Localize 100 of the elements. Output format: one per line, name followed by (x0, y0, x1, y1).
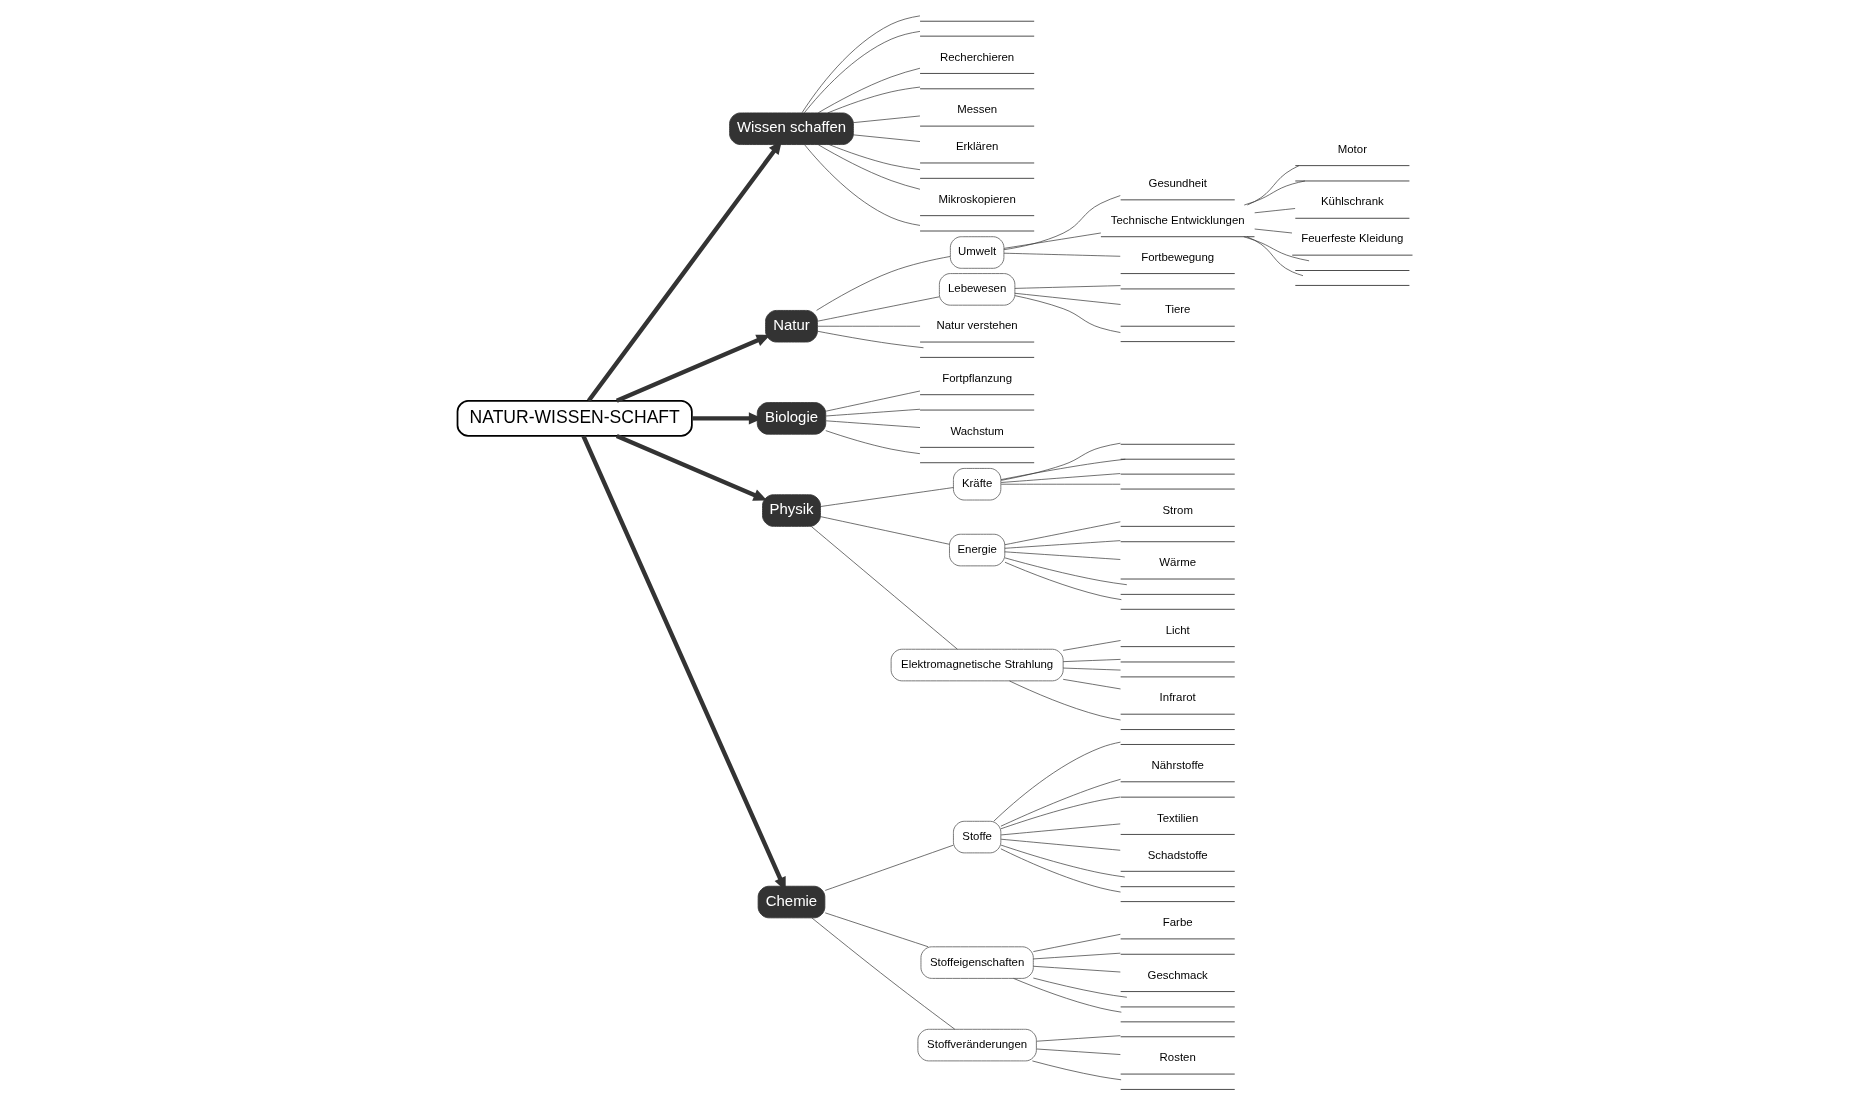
node-line (1119, 541, 1235, 543)
node-text: Feuerfeste Kleidung (1300, 232, 1403, 245)
connector (825, 390, 920, 412)
connector (801, 15, 920, 113)
connector (825, 408, 920, 417)
connector (1000, 796, 1121, 830)
node-text: Wachstum (949, 424, 1004, 437)
node-line (1119, 661, 1235, 663)
node-box: Elektromagnetische Strahlung (890, 648, 1064, 682)
node-text: Recherchieren (939, 50, 1014, 63)
node-text: Infrarot (1159, 691, 1196, 704)
node-line (1119, 796, 1235, 798)
node-line (1119, 676, 1235, 678)
connector (803, 31, 920, 114)
connector (816, 325, 920, 327)
connector (852, 115, 920, 123)
connector (1253, 208, 1295, 214)
node-line (919, 230, 1035, 232)
node-box: Chemie (757, 885, 825, 919)
node-text: Textilien (1156, 811, 1198, 824)
node-box: Lebewesen (938, 273, 1015, 306)
node-box: Wissen schaffen (728, 112, 854, 145)
node-box: Biologie (756, 402, 826, 435)
node-line (919, 409, 1035, 411)
node-text: Tiere (1164, 303, 1190, 316)
connector (1000, 823, 1121, 836)
node-line (919, 356, 1035, 358)
node-line (1119, 288, 1235, 290)
connector (1062, 679, 1121, 690)
connector (1000, 458, 1126, 480)
node-line (1119, 1089, 1235, 1090)
connector (825, 420, 920, 428)
connector (824, 844, 954, 891)
node-box: Umwelt (949, 236, 1004, 269)
node-line (1294, 270, 1410, 271)
connector (1003, 551, 1121, 560)
node-line (919, 462, 1035, 464)
connector (1246, 165, 1299, 206)
connector (817, 67, 920, 114)
connector (1004, 557, 1127, 586)
node-text: Natur verstehen (936, 319, 1018, 332)
connector (1014, 292, 1121, 305)
node-text: Licht (1165, 623, 1190, 636)
node-text: Rosten (1159, 1051, 1196, 1064)
connector (1062, 640, 1121, 651)
node-text: Mikroskopieren (937, 192, 1016, 205)
connector (1032, 965, 1121, 973)
connector (1246, 236, 1303, 277)
node-line (1119, 953, 1235, 955)
connector (1000, 483, 1121, 485)
connector (816, 330, 924, 349)
node-line (1119, 593, 1235, 595)
connector (1253, 228, 1292, 234)
connector (819, 516, 950, 545)
node-line (919, 177, 1035, 179)
node-line (1119, 744, 1235, 745)
node-text: Messen (956, 103, 997, 116)
node-line (1119, 443, 1235, 445)
connector (1062, 667, 1121, 671)
node-line (1119, 341, 1235, 343)
node-text: Farbe (1162, 916, 1193, 929)
node-text: Technische Entwicklungen (1110, 213, 1245, 226)
connector (1008, 680, 1121, 721)
node-text: Motor (1337, 142, 1367, 155)
connector (1242, 236, 1309, 262)
node-text: Wärme (1158, 556, 1196, 569)
connector (1003, 232, 1101, 249)
connector (1000, 848, 1121, 893)
connector (1004, 561, 1122, 600)
connector (1035, 1048, 1121, 1055)
node-line (919, 88, 1035, 90)
node-text: Geschmack (1147, 968, 1208, 981)
connector (1035, 1035, 1121, 1042)
node-line (1119, 608, 1235, 610)
node-text: Erklären (955, 140, 998, 153)
node-line (1119, 1021, 1235, 1023)
node-box: Natur (764, 310, 818, 343)
connector (1000, 844, 1125, 878)
connector (1014, 285, 1121, 289)
connector (1014, 295, 1121, 333)
node-line (919, 35, 1035, 37)
node-line (1294, 180, 1410, 182)
node-line (1119, 729, 1235, 730)
node-text: Kühlschrank (1320, 195, 1384, 208)
connector (819, 487, 954, 507)
connector (1003, 540, 1121, 549)
connector (1032, 933, 1121, 952)
connector (1003, 195, 1121, 250)
connector (803, 144, 920, 226)
arrow (615, 334, 770, 403)
connector (1031, 1060, 1121, 1081)
node-box: Stoffeigenschaften (920, 946, 1034, 979)
node-line (1119, 901, 1235, 903)
node-line (1119, 1006, 1235, 1008)
connector (826, 86, 920, 114)
node-text: Nährstoffe (1150, 758, 1204, 771)
connector (1243, 180, 1305, 206)
connector (1062, 659, 1121, 662)
connector (1012, 978, 1122, 1013)
node-box: NATUR-WISSEN-SCHAFT (456, 399, 693, 437)
